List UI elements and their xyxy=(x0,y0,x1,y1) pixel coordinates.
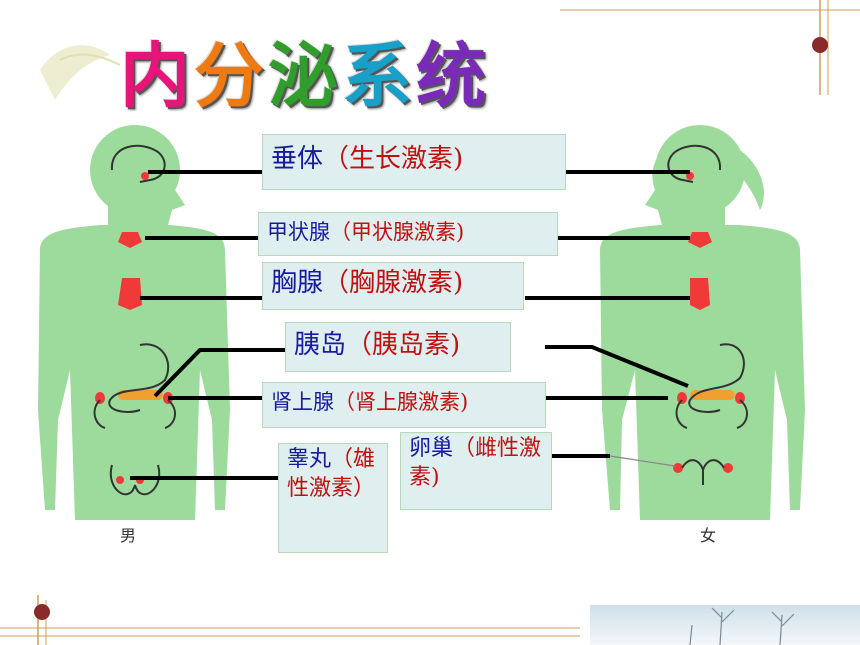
connector-lines xyxy=(130,170,690,480)
title-char-5: 统 xyxy=(416,35,490,117)
female-body xyxy=(600,125,805,520)
testis-hormone: （雄性激素） xyxy=(287,447,376,501)
testis-name: 睾丸 xyxy=(287,447,332,472)
decorative-dot-top xyxy=(812,37,828,53)
label-pancreas: 胰岛（胰岛素) xyxy=(285,322,511,372)
female-caption: 女 xyxy=(700,526,717,545)
title-char-3: 泌 xyxy=(268,35,342,117)
decorative-dot-bottom xyxy=(34,604,50,620)
title-char-1: 内 xyxy=(120,35,194,117)
ovary-hormone: （雌性激素) xyxy=(409,436,542,490)
label-adrenal: 肾上腺（肾上腺激素) xyxy=(262,382,546,428)
male-brain-outline xyxy=(110,144,166,183)
pancreas-hormone: （胰岛素) xyxy=(346,330,461,360)
label-ovary: 卵巢（雌性激素) xyxy=(400,432,552,510)
ovary-name: 卵巢 xyxy=(409,436,454,461)
title-char-2: 分 xyxy=(194,35,268,117)
thyroid-hormone: （甲状腺激素) xyxy=(330,220,465,244)
pancreas-name: 胰岛 xyxy=(294,330,347,360)
male-abdomen-outline xyxy=(93,343,176,496)
label-pituitary: 垂体（生长激素) xyxy=(262,134,566,190)
title-char-4: 系 xyxy=(342,35,416,117)
leaf-logo-icon xyxy=(40,45,121,100)
female-abdomen-outline xyxy=(675,343,748,485)
male-caption: 男 xyxy=(120,526,137,545)
male-organs xyxy=(95,172,173,484)
label-thyroid: 甲状腺（甲状腺激素) xyxy=(258,212,558,256)
male-body xyxy=(38,125,230,520)
adrenal-hormone: （肾上腺激素) xyxy=(334,390,469,414)
pituitary-hormone: （生长激素) xyxy=(323,144,464,174)
adrenal-name: 肾上腺 xyxy=(271,390,334,414)
thymus-hormone: （胸腺激素) xyxy=(323,268,464,298)
body-figures xyxy=(38,125,805,520)
female-brain-outline xyxy=(667,144,722,183)
label-thymus: 胸腺（胸腺激素) xyxy=(262,262,524,310)
page-title: 内分泌系统 xyxy=(120,20,490,121)
thyroid-name: 甲状腺 xyxy=(267,220,330,244)
winter-scene xyxy=(590,605,860,645)
thymus-name: 胸腺 xyxy=(271,268,324,298)
pituitary-name: 垂体 xyxy=(271,144,324,174)
label-testis: 睾丸（雄性激素） xyxy=(278,443,388,553)
